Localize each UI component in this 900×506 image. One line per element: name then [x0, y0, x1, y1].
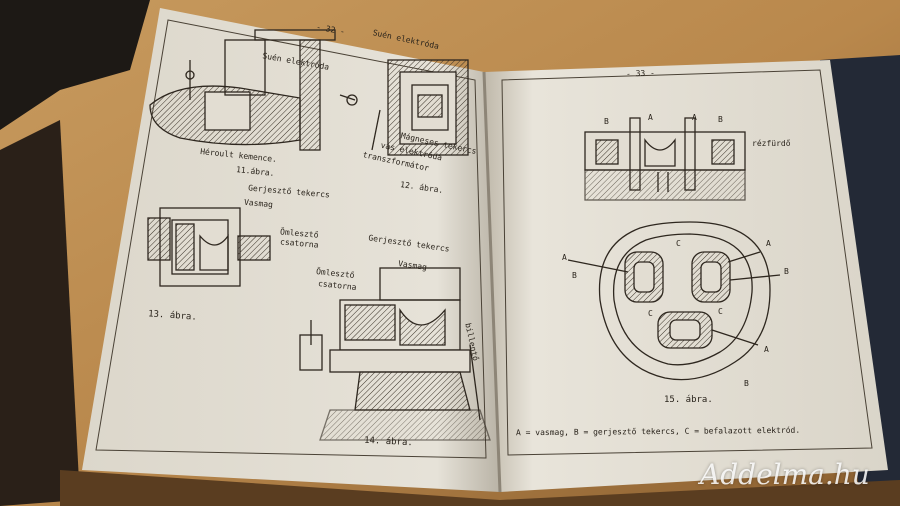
fig15-plan-label-b-bottom: B: [744, 379, 749, 388]
figure-15-section-drawing: [584, 117, 746, 201]
fig15-plan-label-c-left: C: [648, 309, 653, 318]
fig15-plan-label-c-right: C: [718, 307, 723, 316]
fig15-top-label-a-right: A: [692, 113, 697, 122]
fig15-plan-label-a-bottom: A: [764, 345, 769, 354]
right-page-number: - 33 -: [625, 68, 656, 79]
fig15-top-label-b-left: B: [604, 117, 609, 126]
watermark-logo: Addelma.hu: [700, 458, 870, 491]
fig15-plan-label-a-right: A: [766, 239, 771, 248]
figure-14-drawing: [299, 267, 491, 441]
figure-15-plan-drawing: [567, 221, 781, 381]
figure-13-drawing: [147, 207, 271, 287]
page-gutter: [482, 71, 502, 493]
fig15-top-label-b-right: B: [718, 115, 723, 124]
fig15-plan-label-c-top: C: [676, 239, 681, 248]
book-bottom-edge: [60, 470, 900, 506]
fig15-plan-label-b-left: B: [572, 271, 577, 280]
fig15-top-label-a-left: A: [648, 113, 653, 122]
right-page-frame: [501, 69, 873, 456]
fig15-plan-label-a-left: A: [562, 253, 567, 262]
dark-object-top-left: [0, 0, 150, 130]
fig15-caption: 15. ábra.: [664, 395, 713, 405]
figure-11-drawing: [149, 29, 358, 151]
figure-12-drawing: [371, 59, 469, 156]
dark-shadow-left: [0, 120, 80, 506]
fig15-label-rezfurdo: rézfürdő: [752, 139, 791, 148]
left-page-frame: [95, 19, 487, 459]
fig15-plan-label-b-right: B: [784, 267, 789, 276]
